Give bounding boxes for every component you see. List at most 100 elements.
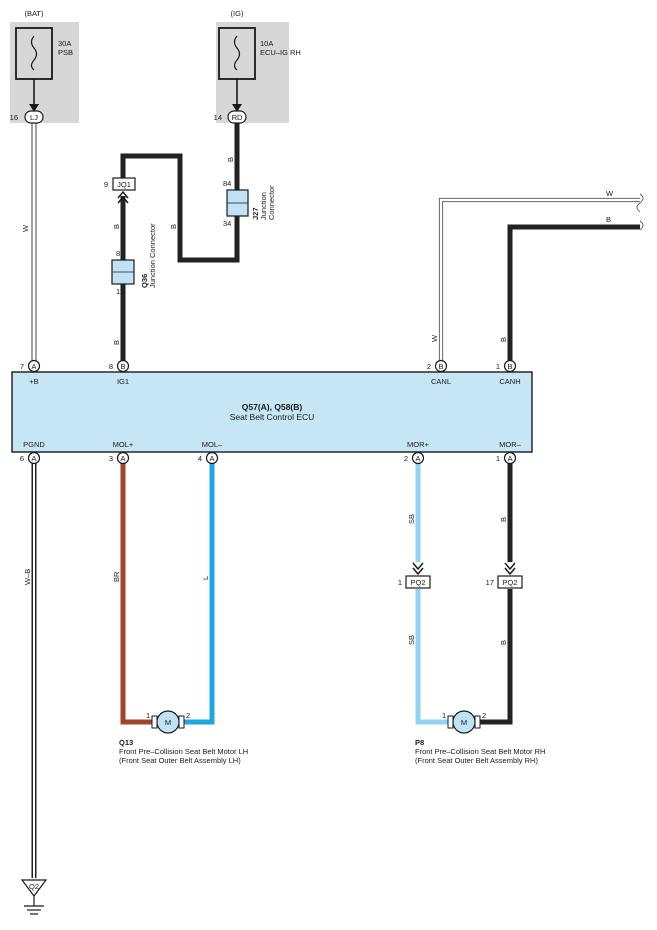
pin-label: MOL+ (113, 440, 134, 449)
q36-desc: Junction Connector (148, 223, 157, 288)
pin-number: 7 (20, 362, 24, 371)
svg-text:B: B (438, 362, 443, 371)
motor-lh-desc-2: (Front Seat Outer Belt Assembly LH) (119, 756, 241, 765)
wire-mor-plus-lower (415, 589, 448, 725)
ground-triangle-icon (20, 879, 48, 897)
ecu-top-pin: B 2 (427, 359, 448, 373)
pin-label: +B (29, 377, 38, 386)
j27-id: J27 (251, 207, 260, 220)
wire-label: B (112, 224, 121, 229)
motor-lh-desc-1: Front Pre–Collision Seat Belt Motor LH (119, 747, 248, 756)
svg-text:JQ1: JQ1 (117, 180, 131, 189)
pin-label: IG1 (117, 377, 129, 386)
wire-label: W (606, 189, 614, 198)
fuse-icon (233, 35, 241, 71)
ecu-bottom-pin: A 4 (198, 451, 219, 465)
connector-q36: 8 11 Q36 Junction Connector (111, 223, 157, 296)
ecu-id: Q57(A), Q58(B) (242, 402, 303, 412)
connector-rd: RD 14 (214, 110, 247, 124)
chevron-down-icon (504, 562, 516, 576)
connector-pq2-right: PQ2 17 (486, 562, 523, 589)
ecu-bottom-pin: A 2 (404, 451, 425, 465)
wire-can-high-black (507, 224, 640, 362)
wire-label: W–B (23, 569, 32, 585)
motor-rh-desc-1: Front Pre–Collision Seat Belt Motor RH (415, 747, 545, 756)
wire-mol-plus (120, 462, 152, 725)
wire-label: L (201, 576, 210, 580)
motor-icon (156, 710, 180, 734)
wire-mol-minus (184, 462, 215, 725)
svg-text:A: A (31, 362, 36, 371)
bat-fuse-name: PSB (58, 48, 73, 57)
pin-number: 2 (404, 454, 408, 463)
arrow-icon (232, 104, 242, 112)
wire-can-low-white (438, 197, 640, 362)
j27-desc-2: Connector (267, 185, 276, 220)
svg-text:A: A (507, 454, 512, 463)
ig-source-label: (IG) (231, 9, 244, 18)
motor-lh-id: Q13 (119, 738, 133, 747)
svg-text:LJ: LJ (30, 113, 38, 122)
connector-lj: LJ 16 (10, 110, 44, 124)
pin-number: 1 (442, 711, 446, 720)
wire-label: B (499, 640, 508, 645)
wire-label: SB (407, 514, 416, 524)
pin-number: 17 (486, 578, 494, 587)
connector-jq1: JQ1 9 (104, 177, 136, 204)
fuse-icon (30, 35, 38, 71)
pin-number: 1 (146, 711, 150, 720)
svg-text:B: B (120, 362, 125, 371)
arrow-icon (29, 104, 39, 112)
svg-text:PQ2: PQ2 (502, 578, 517, 587)
pin-label: CANH (499, 377, 520, 386)
pin-label: MOR+ (407, 440, 429, 449)
pin-number: 1 (496, 362, 500, 371)
q36-id: Q36 (140, 274, 149, 288)
bat-source-label: (BAT) (24, 9, 44, 18)
pin-number: 16 (10, 113, 18, 122)
pin-number: 3 (109, 454, 113, 463)
connector-pq2-left: PQ2 1 (398, 562, 431, 589)
ecu-top-pin: B 8 (109, 359, 130, 373)
wire-label: B (499, 337, 508, 342)
wire-label: SB (407, 635, 416, 645)
ecu-bottom-pin: A 1 (496, 451, 517, 465)
wire-label: B (499, 517, 508, 522)
pin-label: CANL (431, 377, 451, 386)
ground-name: Q2 (29, 882, 39, 891)
svg-text:A: A (120, 454, 125, 463)
pin-number: 11 (116, 287, 124, 296)
wire-label: B (169, 224, 178, 229)
ground-point: Q2 (20, 879, 48, 915)
motor-icon (452, 710, 476, 734)
svg-text:M: M (165, 718, 171, 727)
pin-number: 1 (398, 578, 402, 587)
svg-text:A: A (209, 454, 214, 463)
ecu-top-pin: B 1 (496, 359, 517, 373)
j27-desc-1: Junction (259, 192, 268, 220)
pin-number: 4 (198, 454, 202, 463)
wire-label: B (606, 215, 611, 224)
pin-label: MOL– (202, 440, 223, 449)
pin-number: 1 (496, 454, 500, 463)
ig-fuse-name: ECU–IG RH (260, 48, 301, 57)
ecu-box: Q57(A), Q58(B) Seat Belt Control ECU +B … (11, 371, 533, 453)
svg-text:PQ2: PQ2 (410, 578, 425, 587)
pin-number: 2 (427, 362, 431, 371)
motor-lh: M 1 2 Q13 Front Pre–Collision Seat Belt … (119, 710, 248, 765)
pin-number: 2 (482, 711, 486, 720)
connector-j27: 84 34 J27 Junction Connector (223, 179, 276, 228)
wire-mor-minus-lower (480, 589, 513, 725)
wire-label: B (112, 340, 121, 345)
bat-fuse-panel: (BAT) 30A PSB (10, 9, 79, 123)
svg-text:B: B (507, 362, 512, 371)
wire-label: W (21, 224, 30, 232)
motor-rh-desc-2: (Front Seat Outer Belt Assembly RH) (415, 756, 538, 765)
svg-text:A: A (31, 454, 36, 463)
ig-panel-bg (216, 22, 289, 123)
pin-label: PGND (23, 440, 45, 449)
pin-number: 2 (186, 711, 190, 720)
ecu-bottom-pin: A 3 (109, 451, 130, 465)
motor-rh: M 1 2 P8 Front Pre–Collision Seat Belt M… (415, 710, 545, 765)
